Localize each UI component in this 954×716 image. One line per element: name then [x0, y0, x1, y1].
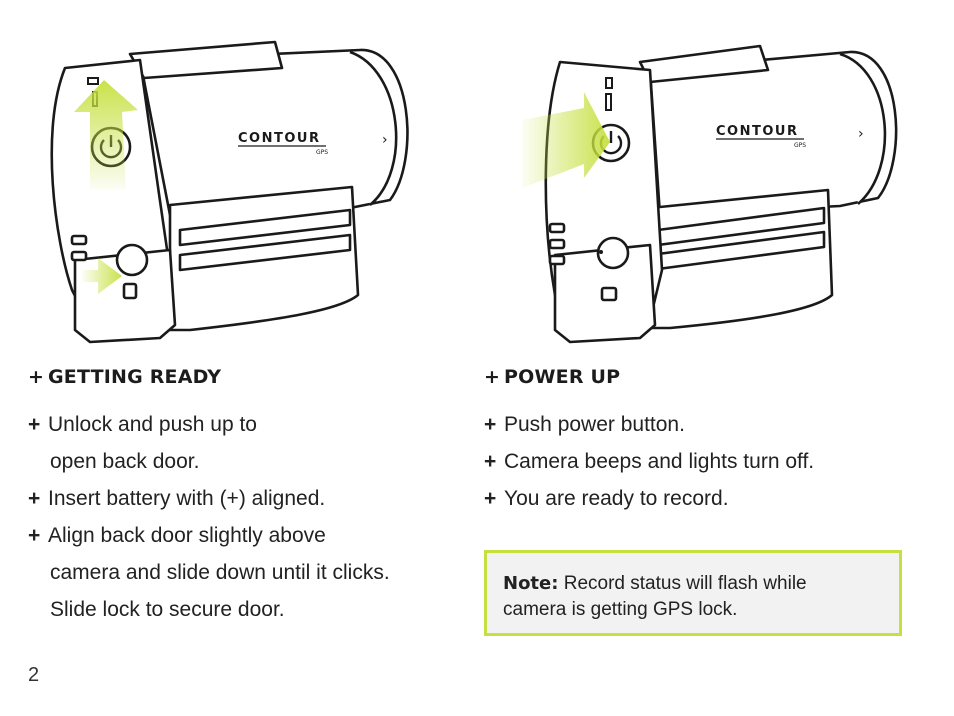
svg-text:›: › [858, 126, 864, 142]
arrow-up-icon [74, 80, 138, 190]
step-item: +Camera beeps and lights turn off. [484, 450, 815, 473]
step-item: +Align back door slightly above camera a… [28, 524, 390, 621]
page-number: 2 [28, 664, 40, 686]
note-box: Note: Record status will flash while cam… [484, 550, 902, 636]
step-item: +Unlock and push up to open back door. [28, 413, 257, 473]
brand-logo: CONTOUR [238, 131, 320, 146]
step-item: +You are ready to record. [484, 487, 729, 510]
svg-text:›: › [382, 132, 388, 148]
power-up-heading: +POWER UP [484, 366, 621, 388]
camera-power-button-illustration: CONTOUR GPS › [522, 44, 898, 344]
note-label: Note: [503, 573, 559, 594]
brand-logo: CONTOUR [716, 124, 798, 139]
arrow-right-icon [82, 258, 122, 294]
brand-sub-logo: GPS [794, 142, 806, 149]
brand-sub-logo: GPS [316, 149, 328, 156]
camera-door-open-illustration: CONTOUR GPS › [50, 40, 409, 344]
note-text: Record status will flash while [563, 573, 807, 594]
note-text-line2: camera is getting GPS lock. [503, 599, 738, 620]
power-up-section: +POWER UP +Push power button. +Camera be… [484, 366, 924, 517]
arrow-right-icon [522, 92, 610, 188]
step-item: +Push power button. [484, 413, 685, 436]
getting-ready-heading: +GETTING READY [28, 366, 222, 388]
step-item: +Insert battery with (+) aligned. [28, 487, 326, 510]
getting-ready-section: +GETTING READY +Unlock and push up to op… [28, 366, 468, 628]
